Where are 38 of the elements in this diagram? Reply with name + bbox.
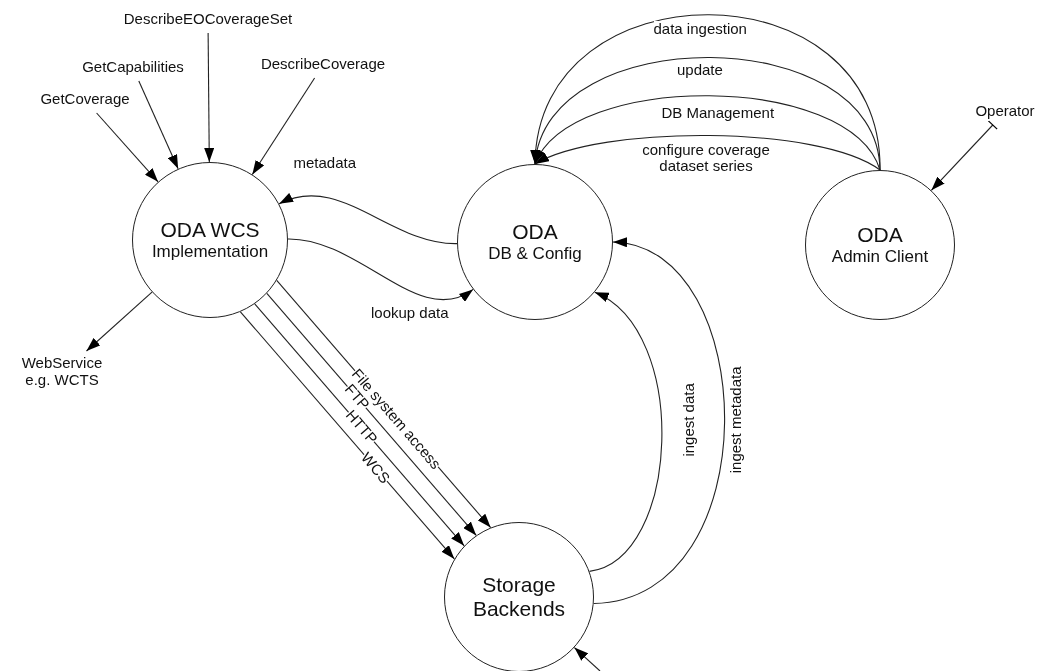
edge-label: ingest data [680,383,697,457]
edge-label: lookup data [371,305,449,321]
text-label: GetCapabilities [75,58,191,78]
node-subtitle: Implementation [151,242,269,262]
arrow [573,647,601,671]
arrow [534,95,881,171]
text-label: WebService e.g. WCTS [12,354,112,392]
arrow [138,80,179,170]
text-label: GetCoverage [35,90,135,110]
text-label: DescribeEOCoverageSet [120,10,296,30]
node-subtitle: Admin Client [831,247,929,267]
arrow [96,112,159,183]
arrow [533,56,881,171]
node-title: Storage Backends [471,572,567,622]
arrow [254,303,465,547]
edge-label: data ingestion [653,21,747,37]
arrow [204,32,215,163]
arrow [278,194,458,245]
arrow [588,291,663,572]
edge-label: metadata [293,155,357,171]
arrow [251,77,316,175]
arrow [534,134,881,171]
node-title: ODA WCS [160,218,260,243]
arrow [532,14,881,171]
edge-label: DB Management [661,105,775,121]
text-label: DescribeCoverage [254,55,392,75]
arrow [266,292,477,536]
arrow [85,291,153,352]
edge-label: update [677,62,723,78]
arrow [287,238,474,301]
node-title: ODA [512,220,558,245]
text-label: Operator [970,102,1040,122]
node-subtitle: DB & Config [488,244,582,264]
edge-label: ingest metadata [727,366,743,474]
arrow [930,120,998,191]
node-title: ODA [857,223,903,248]
arrow [239,311,455,560]
arrow [593,240,726,605]
